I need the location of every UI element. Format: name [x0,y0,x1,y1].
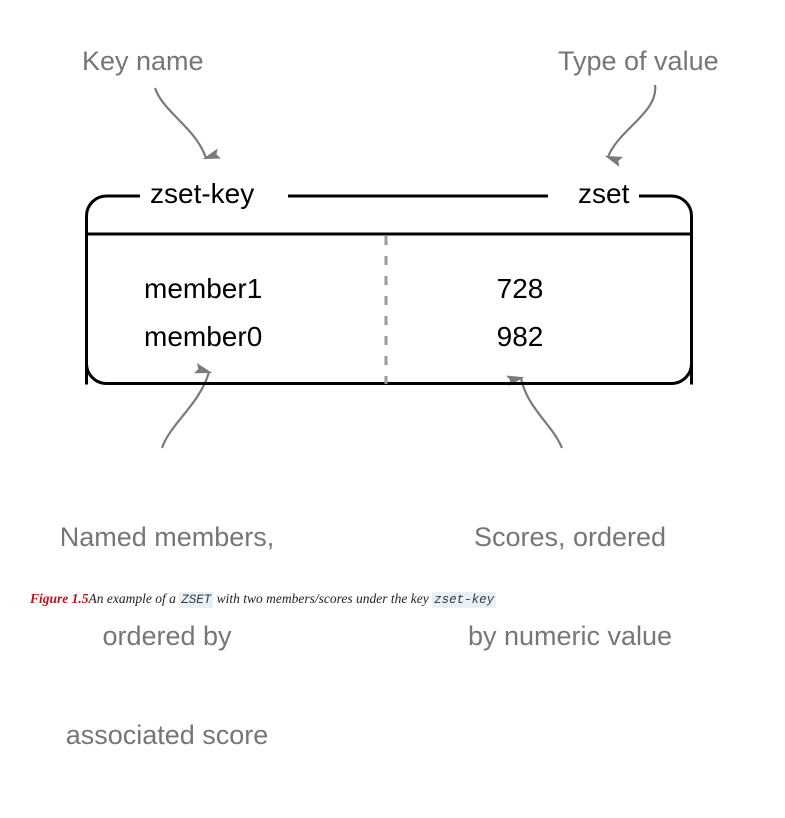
zset-type-label: zset [568,180,640,208]
arrow-key-name [153,87,206,158]
box-outline-right [633,194,693,385]
arrow-type-of-value [608,84,657,157]
score-cell: 728 [496,273,544,304]
zset-box-frame [85,194,693,385]
annotation-named-members-line-3: associated score [65,720,269,750]
box-outline-bottom [85,362,693,385]
zset-row: member1 728 [85,265,693,313]
annotation-scores-line-2: by numeric value [467,621,673,651]
caption-text-2: with two members/scores under the key [213,591,433,606]
member-cell: member0 [144,321,263,352]
figure-zset-diagram: Key name Type of value Named members, or… [30,46,770,750]
annotation-scores-line-1: Scores, ordered [473,522,667,552]
annotation-named-members: Named members, ordered by associated sco… [22,455,312,818]
figure-caption: Figure 1.5An example of a ZSET with two … [30,590,770,609]
caption-code-zset: ZSET [179,592,214,608]
zset-row: member0 982 [85,313,693,361]
annotation-scores: Scores, ordered by numeric value [430,455,710,719]
box-outline-left [85,194,145,385]
annotation-key-name: Key name [82,46,204,76]
arrow-scores [521,378,564,449]
member-cell: member1 [144,273,263,304]
annotation-named-members-line-2: ordered by [102,621,232,651]
caption-code-zset-key: zset-key [432,592,497,608]
score-cell: 982 [496,321,544,352]
zset-key-label: zset-key [140,180,265,208]
annotation-named-members-line-1: Named members, [59,522,275,552]
caption-text-1: An example of a [88,591,180,606]
zset-rows: member1 728 member0 982 [85,234,693,385]
annotation-type-of-value: Type of value [558,46,719,76]
figure-number: Figure 1.5 [30,591,89,606]
zset-container [85,194,693,386]
